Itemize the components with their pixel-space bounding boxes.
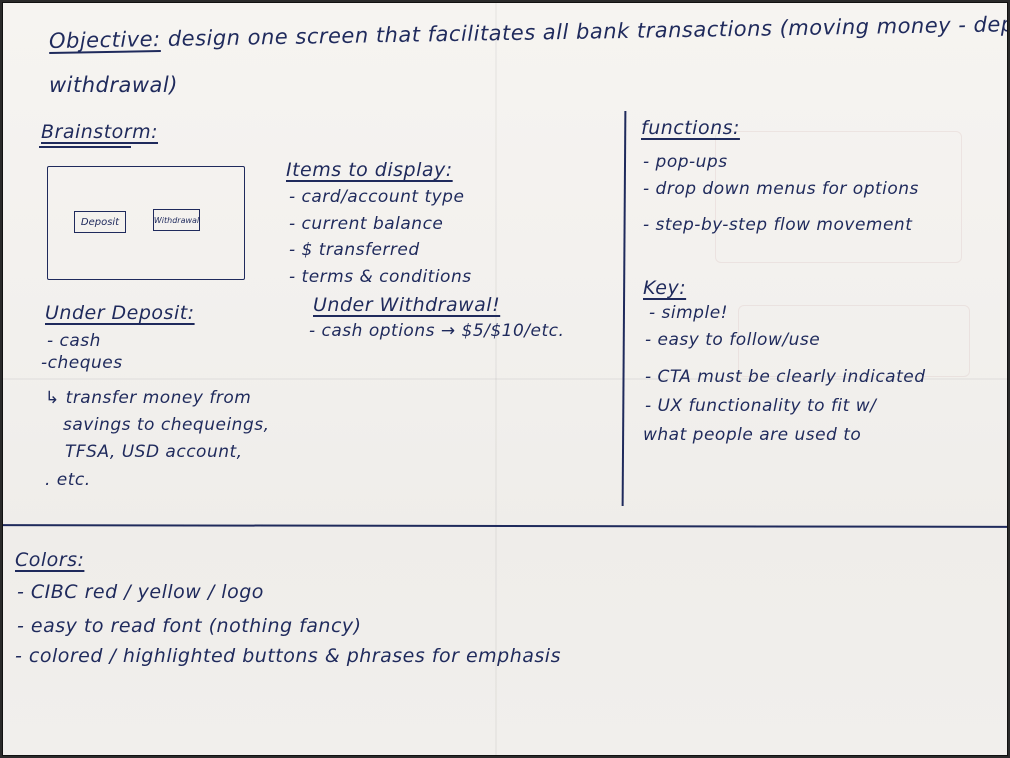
under-deposit-item: -cheques (41, 353, 123, 373)
under-withdrawal-heading: Under Withdrawal! (313, 294, 501, 316)
key-item: - UX functionality to fit w/ (645, 396, 877, 416)
functions-item: - drop down menus for options (643, 179, 919, 199)
key-item: - simple! (649, 303, 728, 323)
transfer-note-line: . etc. (45, 470, 91, 490)
colors-item: - CIBC red / yellow / logo (17, 581, 264, 603)
functions-item: - pop-ups (643, 152, 728, 172)
section-divider (3, 524, 1007, 528)
brainstorm-heading: Brainstorm: (41, 121, 159, 143)
transfer-note-line: savings to chequeings, (63, 415, 270, 435)
items-to-display-item: - $ transferred (289, 240, 420, 260)
sketch-withdrawal-button: Withdrawal (153, 209, 200, 231)
functions-heading: functions: (641, 117, 740, 139)
under-deposit-item: - cash (47, 331, 101, 351)
sketch-deposit-button: Deposit (74, 211, 126, 233)
functions-item: - step-by-step flow movement (643, 215, 913, 235)
items-to-display-item: - card/account type (289, 187, 465, 207)
colors-item: - colored / highlighted buttons & phrase… (15, 645, 561, 667)
key-item: - easy to follow/use (645, 330, 821, 350)
under-deposit-heading: Under Deposit: (45, 302, 195, 324)
screen-sketch (47, 166, 245, 280)
brainstorm-underline (39, 146, 131, 148)
bleed-through-box (738, 305, 970, 377)
colors-heading: Colors: (15, 549, 85, 571)
colors-item: - easy to read font (nothing fancy) (17, 615, 362, 637)
items-to-display-item: - terms & conditions (289, 267, 472, 287)
items-to-display-heading: Items to display: (286, 159, 453, 181)
column-divider (621, 110, 627, 507)
objective-label: Objective: (48, 27, 161, 53)
key-item: what people are used to (643, 425, 862, 445)
transfer-note-line: TFSA, USD account, (65, 442, 243, 462)
under-withdrawal-item: - cash options → $5/$10/etc. (309, 321, 565, 341)
bleed-through-box (715, 131, 962, 263)
key-heading: Key: (643, 277, 687, 299)
objective-text-line2: withdrawal) (49, 73, 178, 97)
objective-section: Objective: design one screen that facili… (48, 11, 1008, 53)
objective-text-line1: design one screen that facilitates all b… (167, 11, 1008, 51)
paper-fold-vertical (495, 3, 497, 755)
key-item: - CTA must be clearly indicated (645, 367, 926, 387)
items-to-display-item: - current balance (289, 214, 444, 234)
transfer-note-line: ↳ transfer money from (45, 388, 252, 408)
